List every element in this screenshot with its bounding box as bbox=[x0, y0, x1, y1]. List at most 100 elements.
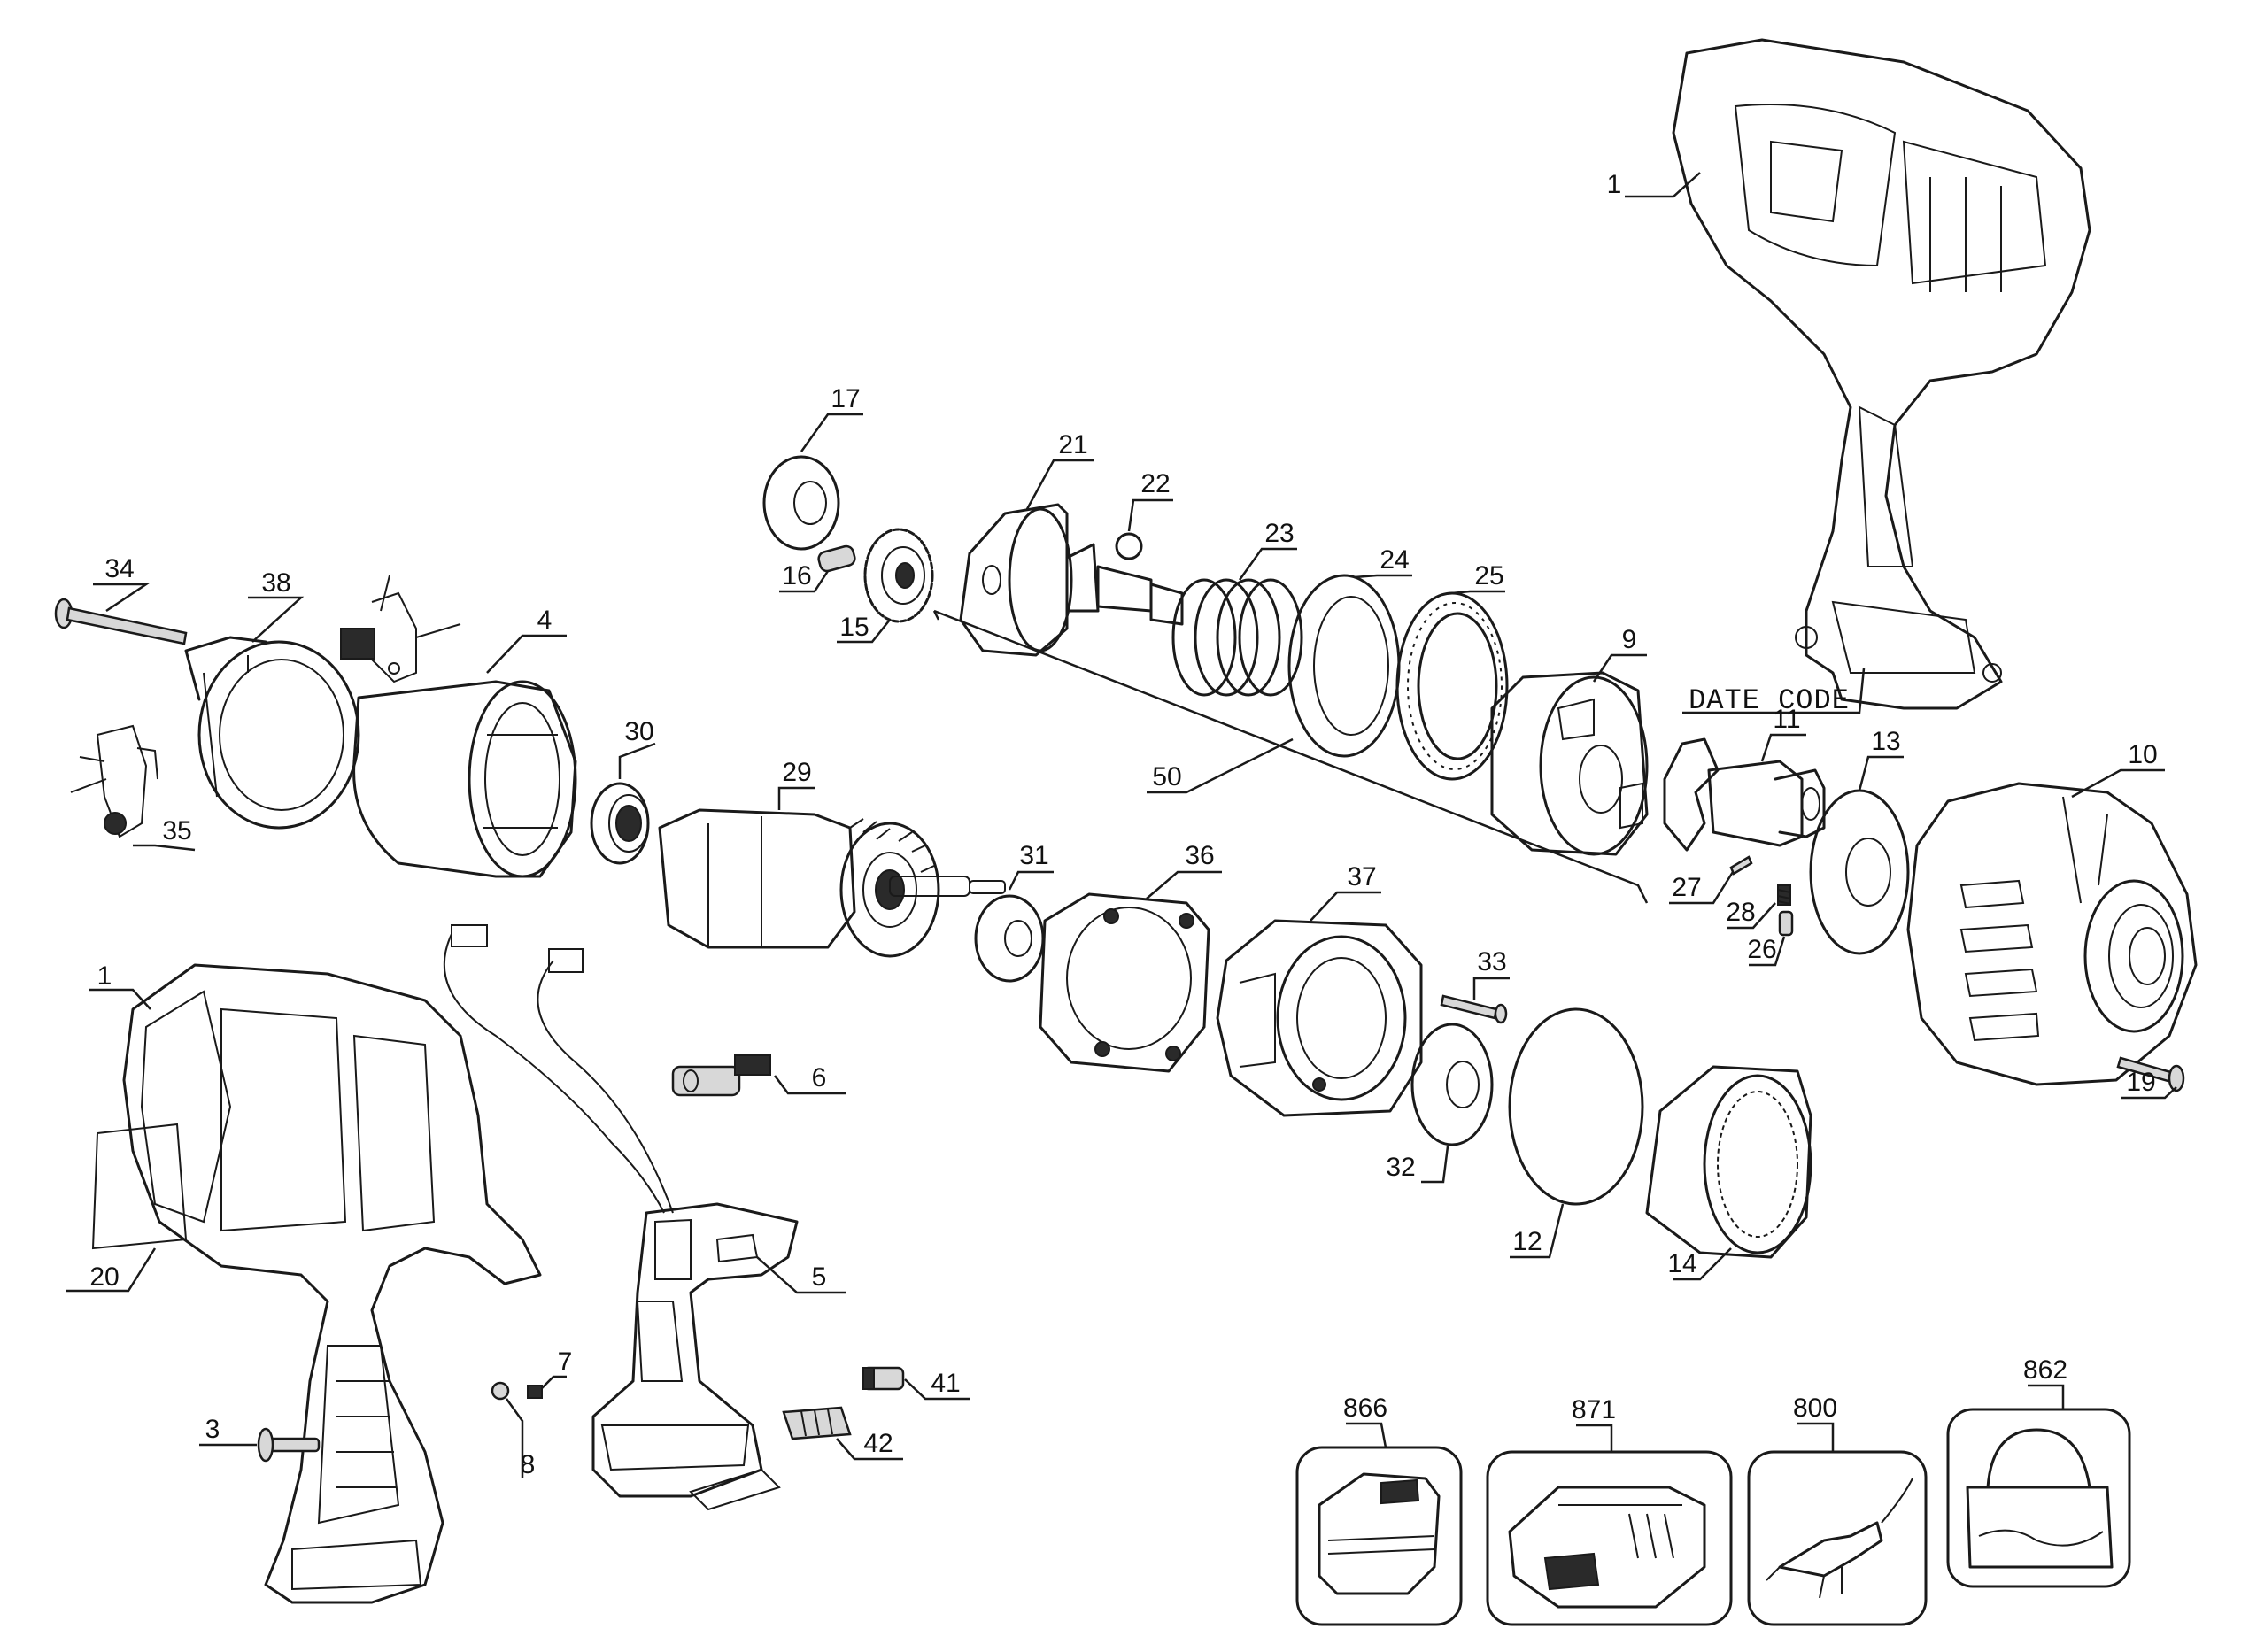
leader-28 bbox=[1727, 902, 1776, 930]
nose-housing-10 bbox=[1906, 782, 2198, 1086]
leader-17 bbox=[800, 413, 863, 452]
leader-13 bbox=[1858, 755, 1904, 791]
leader-34 bbox=[93, 583, 151, 613]
o-ring-12 bbox=[1508, 1007, 1644, 1206]
label-14: 14 bbox=[1667, 1249, 1696, 1278]
leader-800 bbox=[1797, 1422, 1835, 1452]
label-19: 19 bbox=[2126, 1068, 2155, 1097]
leader-15 bbox=[837, 619, 891, 644]
leader-26 bbox=[1749, 936, 1786, 967]
label-20: 20 bbox=[89, 1262, 119, 1292]
ring-gear-36 bbox=[1039, 892, 1210, 1073]
label-38: 38 bbox=[261, 568, 290, 598]
label-13: 13 bbox=[1871, 727, 1900, 756]
leader-10 bbox=[2071, 768, 2165, 799]
leader-42 bbox=[836, 1438, 903, 1461]
label-4: 4 bbox=[537, 606, 553, 635]
leader-35 bbox=[133, 844, 196, 852]
hammer-9 bbox=[1490, 671, 1649, 856]
leader-33 bbox=[1472, 977, 1510, 1000]
brush-spring-35 bbox=[70, 724, 158, 838]
washer-17 bbox=[762, 455, 840, 551]
leader-31 bbox=[1008, 870, 1054, 891]
label-29: 29 bbox=[782, 758, 811, 787]
lamp-41 bbox=[862, 1366, 905, 1391]
label-50: 50 bbox=[1152, 762, 1181, 791]
label-41: 41 bbox=[931, 1369, 960, 1398]
label-5: 5 bbox=[812, 1262, 827, 1292]
leader-24 bbox=[1354, 574, 1412, 579]
label-6: 6 bbox=[812, 1063, 827, 1092]
accessory-bag-862 bbox=[1946, 1408, 2131, 1588]
leader-1-bottom bbox=[89, 988, 151, 1010]
label-1-top: 1 bbox=[1607, 170, 1622, 199]
label-37: 37 bbox=[1347, 862, 1376, 892]
label-32: 32 bbox=[1386, 1153, 1415, 1182]
detent-28 bbox=[1777, 884, 1791, 906]
bearing-30 bbox=[590, 782, 650, 865]
label-33: 33 bbox=[1477, 947, 1506, 977]
label-28: 28 bbox=[1726, 898, 1755, 927]
washer-32 bbox=[1410, 1023, 1494, 1146]
accessory-charger-871 bbox=[1486, 1450, 1733, 1626]
label-7: 7 bbox=[558, 1347, 573, 1377]
heatsink-42 bbox=[782, 1406, 852, 1440]
leader-8 bbox=[505, 1398, 524, 1478]
leader-5 bbox=[756, 1256, 846, 1294]
label-16: 16 bbox=[782, 561, 811, 591]
label-9: 9 bbox=[1622, 625, 1637, 654]
leader-1-top bbox=[1625, 172, 1701, 198]
label-30: 30 bbox=[624, 717, 653, 746]
leader-32 bbox=[1421, 1146, 1449, 1184]
screw-34 bbox=[54, 598, 188, 645]
washer-31 bbox=[974, 894, 1045, 983]
label-35: 35 bbox=[162, 816, 191, 845]
leader-866 bbox=[1346, 1422, 1387, 1448]
leader-23 bbox=[1238, 547, 1297, 581]
leader-38 bbox=[248, 596, 305, 643]
label-42: 42 bbox=[863, 1429, 893, 1458]
label-date-code: DATE CODE bbox=[1689, 684, 1850, 717]
planet-gear-15 bbox=[863, 528, 934, 623]
screw-19 bbox=[2116, 1056, 2185, 1092]
pin-16 bbox=[817, 544, 856, 573]
label-3: 3 bbox=[205, 1415, 220, 1444]
leader-date-code bbox=[1682, 668, 1866, 714]
leader-9 bbox=[1592, 653, 1647, 683]
leader-11 bbox=[1760, 733, 1806, 762]
leader-7 bbox=[541, 1375, 567, 1389]
spring-23 bbox=[1171, 578, 1303, 697]
anvil-11 bbox=[1663, 737, 1826, 852]
leader-6 bbox=[774, 1075, 846, 1095]
label-21: 21 bbox=[1058, 430, 1087, 459]
label-26: 26 bbox=[1747, 935, 1776, 964]
leader-30 bbox=[618, 742, 656, 779]
washer-13 bbox=[1809, 789, 1910, 955]
leader-4 bbox=[486, 634, 567, 674]
leader-871 bbox=[1576, 1424, 1613, 1452]
label-17: 17 bbox=[831, 384, 860, 413]
bracket-50 bbox=[932, 609, 1649, 904]
label-15: 15 bbox=[839, 613, 869, 642]
leader-27 bbox=[1669, 871, 1735, 905]
bearing-ring-25 bbox=[1395, 591, 1509, 781]
label-871: 871 bbox=[1572, 1395, 1616, 1424]
label-34: 34 bbox=[104, 554, 134, 583]
housing-half-left bbox=[91, 963, 542, 1604]
label-25: 25 bbox=[1474, 561, 1503, 591]
label-27: 27 bbox=[1672, 873, 1701, 902]
detent-spring-26 bbox=[1778, 910, 1794, 937]
washer-24 bbox=[1287, 574, 1401, 758]
label-22: 22 bbox=[1140, 469, 1170, 498]
label-12: 12 bbox=[1512, 1227, 1542, 1256]
washer-8 bbox=[491, 1381, 510, 1401]
carrier-21 bbox=[959, 503, 1184, 657]
label-862: 862 bbox=[2023, 1355, 2067, 1385]
armature-29 bbox=[658, 808, 1006, 958]
leader-12 bbox=[1510, 1203, 1565, 1259]
connector-6 bbox=[671, 1054, 771, 1097]
label-11: 11 bbox=[1773, 705, 1800, 734]
ring-gear-14 bbox=[1645, 1065, 1812, 1259]
leader-16 bbox=[779, 570, 830, 593]
leader-37 bbox=[1310, 891, 1381, 922]
